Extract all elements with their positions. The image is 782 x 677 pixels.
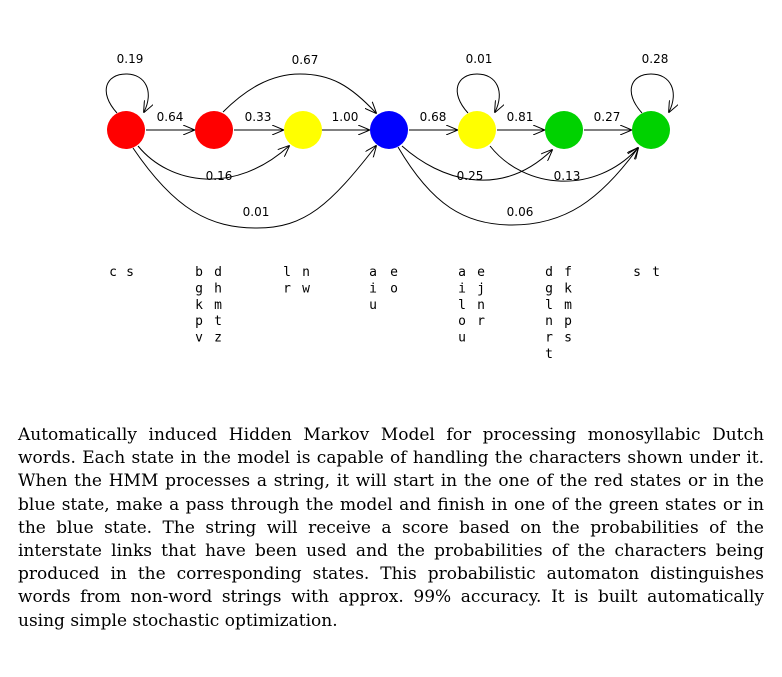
transition-probability-label: 0.68 [420, 110, 447, 124]
transition-edge-s5-s7 [489, 145, 638, 182]
state-character: m [214, 298, 222, 313]
state-character: e [477, 265, 485, 280]
state-character: t [545, 347, 553, 362]
state-character: l [458, 298, 466, 313]
state-character: s [633, 265, 641, 280]
state-character: m [564, 298, 572, 313]
state-character: n [545, 314, 553, 329]
transition-probability-label: 0.19 [117, 52, 144, 66]
transition-probability-label: 0.27 [594, 110, 621, 124]
state-character: g [195, 281, 203, 296]
state-character: t [652, 265, 660, 280]
state-character: n [477, 298, 485, 313]
state-node-red [195, 111, 233, 149]
state-character: e [390, 265, 398, 280]
state-character: i [369, 281, 377, 296]
state-character: j [477, 281, 485, 296]
state-character: t [214, 314, 222, 329]
state-character: g [545, 281, 553, 296]
figure-caption: Automatically induced Hidden Markov Mode… [18, 425, 764, 631]
hmm-diagram: 0.19 0.64 0.16 0.01 0.33 0.67 1.00 0.68 0.25 0.06… [105, 52, 782, 362]
transition-probability-label: 1.00 [332, 110, 359, 124]
state-node-green [632, 111, 670, 149]
transition-probability-label: 0.81 [507, 110, 534, 124]
transition-probability-label: 0.06 [507, 205, 534, 219]
transition-probability-label: 0.64 [157, 110, 184, 124]
state-character: i [458, 281, 466, 296]
state-character: f [564, 265, 572, 280]
state-node-green [545, 111, 583, 149]
state-node-yellow [458, 111, 496, 149]
transition-labels: 0.19 0.64 0.16 0.01 0.33 0.67 1.00 0.68 0.25 0.06… [117, 52, 669, 219]
transition-edge-s2-s4 [222, 73, 376, 113]
state-character: s [126, 265, 134, 280]
state-character: h [214, 281, 222, 296]
state-nodes [107, 111, 670, 149]
transition-probability-label: 0.01 [243, 205, 270, 219]
state-character: z [214, 331, 222, 346]
transition-probability-label: 0.16 [206, 169, 233, 183]
transition-edge-s1-s1 [105, 73, 148, 113]
state-character: p [564, 314, 572, 329]
transition-probability-label: 0.28 [642, 52, 669, 66]
transition-probability-label: 0.13 [554, 169, 581, 183]
state-character: r [283, 281, 291, 296]
transition-edge-s4-s7 [397, 147, 638, 226]
state-character: a [369, 265, 377, 280]
state-character: k [195, 298, 203, 313]
transition-edge-s1-s4 [132, 146, 376, 229]
state-character: o [390, 281, 398, 296]
transition-probability-label: 0.67 [292, 53, 319, 67]
state-character: u [458, 331, 466, 346]
state-character: d [545, 265, 553, 280]
transition-edges [105, 73, 673, 229]
state-node-yellow [284, 111, 322, 149]
state-character: v [195, 331, 203, 346]
state-node-red [107, 111, 145, 149]
transition-probability-label: 0.33 [245, 110, 272, 124]
state-character: a [458, 265, 466, 280]
state-character: p [195, 314, 203, 329]
state-character: u [369, 298, 377, 313]
state-character: n [302, 265, 310, 280]
state-character: c [109, 265, 117, 280]
state-character: l [283, 265, 291, 280]
transition-edge-s5-s5 [456, 73, 499, 113]
state-character: d [214, 265, 222, 280]
transition-probability-label: 0.01 [466, 52, 493, 66]
state-character: r [477, 314, 485, 329]
state-character: k [564, 281, 572, 296]
state-node-blue [370, 111, 408, 149]
state-character: l [545, 298, 553, 313]
state-character: o [458, 314, 466, 329]
transition-edge-s1-s3 [137, 146, 289, 180]
transition-probability-label: 0.25 [457, 169, 484, 183]
state-character: w [302, 281, 310, 296]
transition-edge-s4-s6 [401, 145, 552, 181]
state-character: b [195, 265, 203, 280]
transition-edge-s7-s7 [630, 73, 673, 113]
state-character: s [564, 331, 572, 346]
state-character: r [545, 331, 553, 346]
